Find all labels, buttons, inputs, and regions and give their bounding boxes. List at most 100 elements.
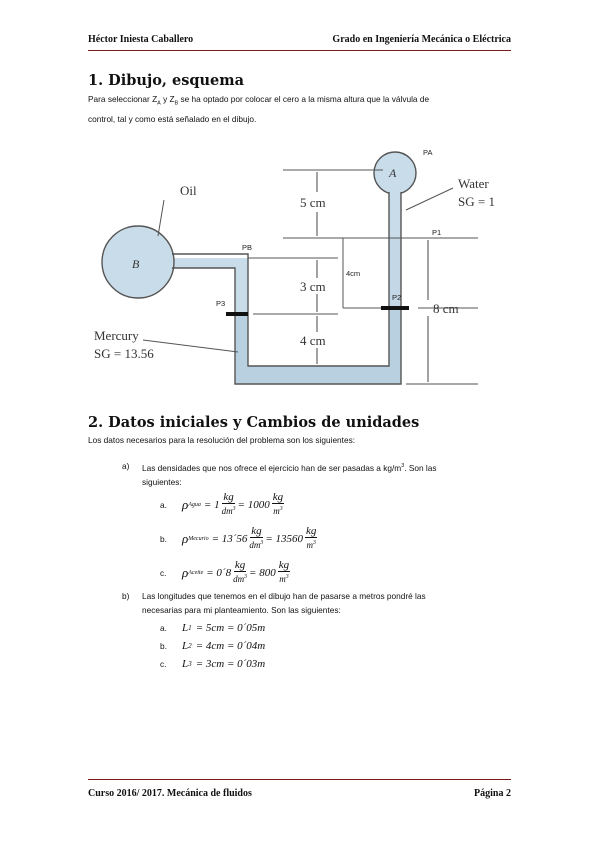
label-p3: P3 [216,299,225,308]
length-var: L [182,622,189,634]
length-value: = 3cm = 0´03m [195,658,266,670]
length-value: = 5cm = 0´05m [195,622,266,634]
list-label-a: a) [122,461,130,471]
unit-dm: dm [221,506,233,516]
unit-dm: dm [233,574,245,584]
eq-value: = 1000 [237,498,270,511]
pipe-outline [172,192,402,385]
label-b: B [132,257,140,271]
unit-den: m3 [279,572,288,585]
label-p2: P2 [392,293,401,302]
label-4cm: 4 cm [300,333,326,348]
unit-den: dm3 [233,572,247,585]
label-5cm: 5 cm [300,195,326,210]
header-author: Héctor Iniesta Caballero [88,34,194,45]
list-text: Las longitudes que tenemos en el dibujo … [142,591,426,601]
label-water: Water [458,176,489,191]
valve-p3 [226,312,248,316]
para-text: Para seleccionar Z [88,94,158,104]
length-var: L [182,640,189,652]
eq-label: b. [160,641,167,651]
list-text: . Son las [404,462,437,473]
eq-label: a. [160,499,167,510]
para-text: y Z [160,94,175,104]
header-degree: Grado en Ingeniería Mecánica o Eléctrica [332,34,511,45]
unit-exp: 3 [232,506,236,512]
unit-den: dm3 [222,504,236,517]
list-item-a: Las densidades que nos ofrece el ejercic… [142,459,437,489]
leader-line [142,339,239,353]
oil-pipe [168,258,248,268]
footer-rule [88,779,511,780]
label-water-sg: SG = 1 [458,194,495,209]
length-index: 2 [188,642,192,650]
label-a: A [388,166,397,180]
label-4cm-small: 4cm [346,269,360,278]
header-rule [88,50,511,51]
label-mercury-sg: SG = 13.56 [94,346,154,361]
footer-page: Página 2 [474,788,511,799]
unit-den: dm3 [249,538,263,551]
unit-exp: 3 [244,574,248,580]
rho-subscript: Agua [188,501,201,508]
leader-line [405,187,454,211]
rho-symbol: ρ [182,530,189,546]
tank-a-neck [389,192,401,238]
oil-column [235,258,248,314]
unit-m: m [306,540,314,550]
sup-3: 3 [401,463,405,469]
tank-b [101,225,175,299]
list-text: Las densidades que nos ofrece el ejercic… [142,462,402,473]
sub-a: A [157,100,161,107]
rho-symbol: ρ [182,564,189,580]
unit-m: m [273,506,280,516]
label-3cm: 3 cm [300,279,326,294]
rho-subscript: Mecurio [188,535,209,542]
page-footer: Curso 2016/ 2017. Mecánica de fluidos Pá… [88,788,511,799]
section-1-paragraph: Para seleccionar ZA y ZB se ha optado po… [88,92,429,127]
eq-value: = 13´56 [211,532,248,545]
rho-symbol: ρ [182,496,189,512]
label-pa: PA [423,148,432,157]
eq-value: = 1 [203,498,220,511]
section-2-title: 2. Datos iniciales y Cambios de unidades [88,414,420,431]
section-1-title: 1. Dibujo, esquema [88,72,244,89]
eq-value: = 13560 [265,532,304,545]
list-label-b: b) [122,591,130,601]
unit-exp: 3 [285,574,289,580]
unit-exp: 3 [260,540,264,546]
unit-num: kg [305,525,318,538]
sub-b: B [174,100,179,107]
para-text: se ha optado por colocar el cero a la mi… [178,94,430,104]
mercury-fill [235,308,401,384]
leader-line [157,199,165,237]
unit-den: m3 [307,538,316,551]
label-pb: PB [242,243,252,252]
label-oil: Oil [180,183,197,198]
length-value: = 4cm = 0´04m [195,640,266,652]
unit-exp: 3 [279,506,283,512]
para-text: control, tal y como está señalado en el … [88,113,257,124]
eq-value: = 0´8 [206,566,232,579]
unit-num: kg [277,559,291,572]
water-column [389,238,401,310]
unit-dm: dm [249,540,261,550]
length-var: L [182,658,189,670]
rho-subscript: Aceite [188,569,204,576]
list-text: siguientes: [142,476,182,487]
list-text: necesarias para mi planteamiento. Son la… [142,605,341,615]
eq-value: = 800 [249,566,276,579]
label-mercury: Mercury [94,328,139,343]
label-p1: P1 [432,228,441,237]
eq-label: b. [160,533,167,544]
section-2-intro: Los datos necesarios para la resolución … [88,435,356,445]
